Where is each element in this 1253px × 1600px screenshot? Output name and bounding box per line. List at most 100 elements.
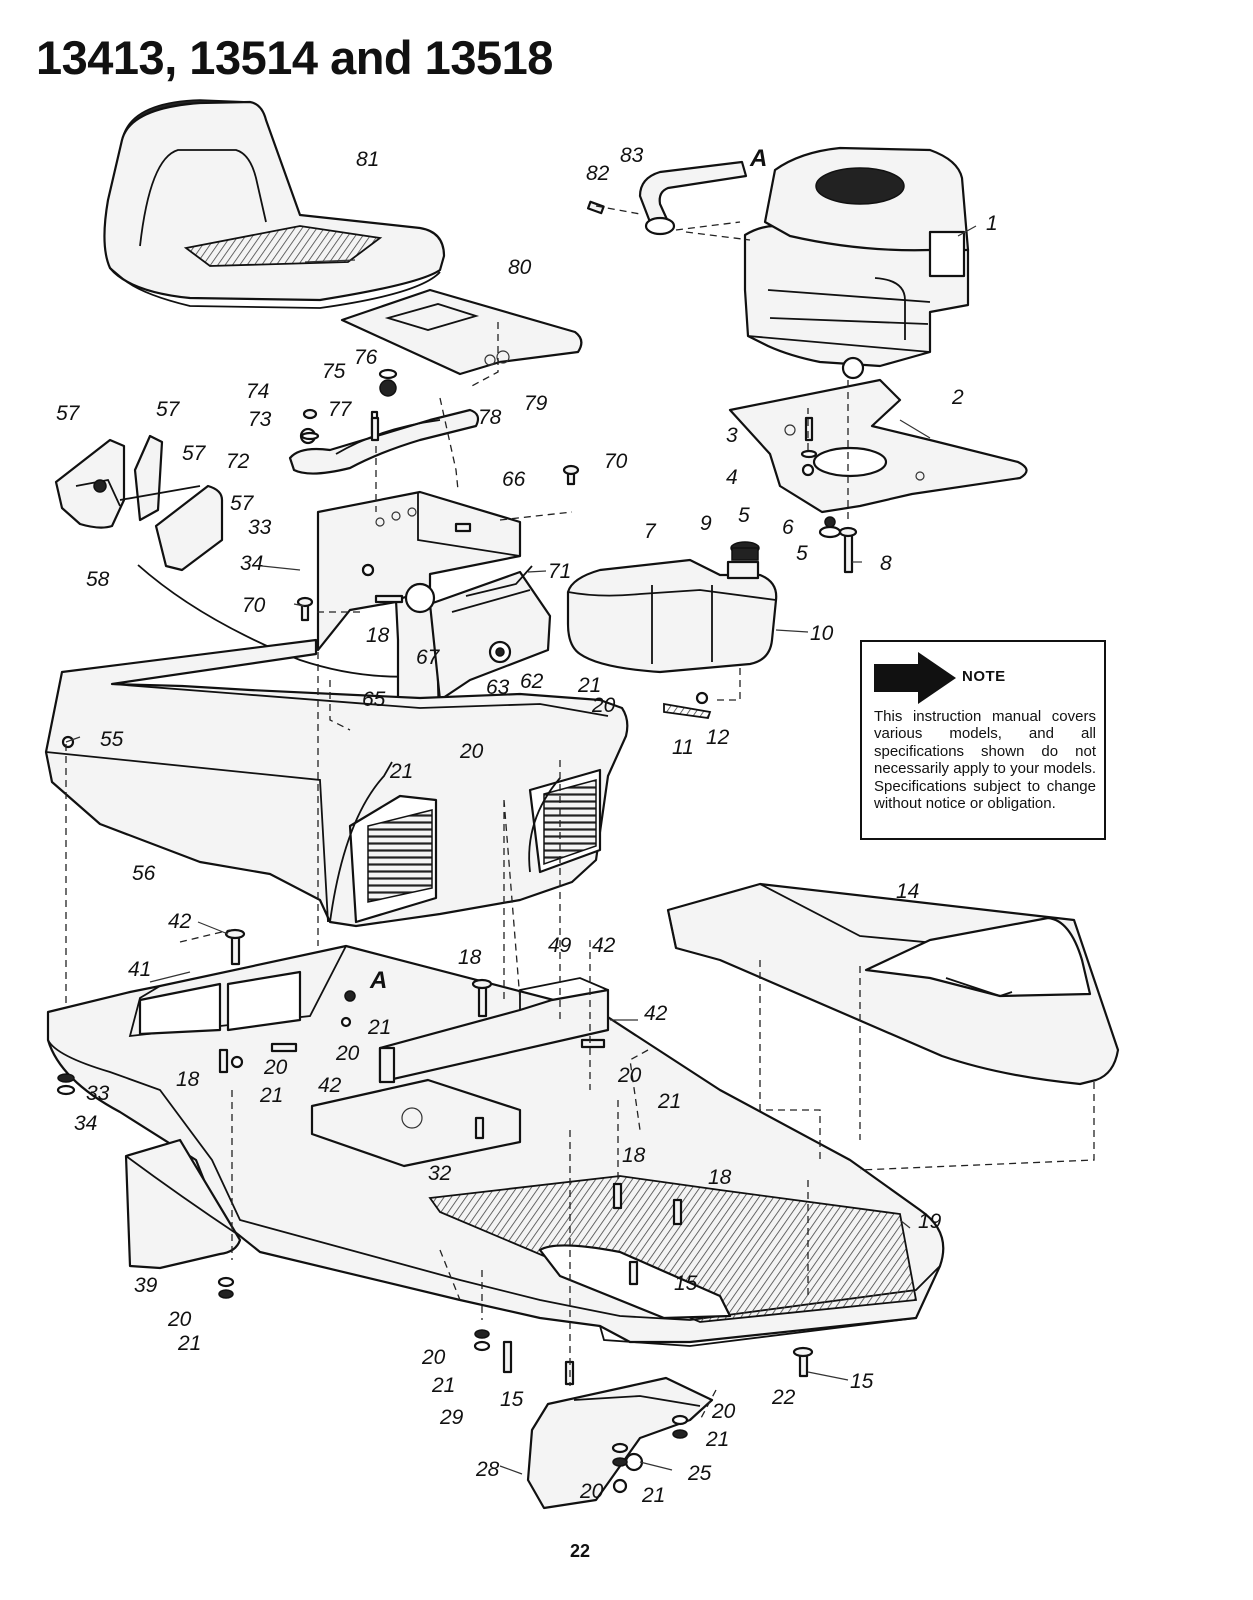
callout-label: 15 xyxy=(674,1272,698,1295)
leader-lines xyxy=(65,225,977,1475)
side-brackets xyxy=(54,434,224,572)
callout-label: 62 xyxy=(520,670,544,693)
callout-label: 10 xyxy=(810,622,834,645)
callout-label: 41 xyxy=(128,958,151,981)
callout-label: 1 xyxy=(986,212,998,235)
note-heading: NOTE xyxy=(962,668,1006,685)
callout-label: 5 xyxy=(796,542,808,565)
callout-label: 63 xyxy=(486,676,510,699)
callout-label: 18 xyxy=(366,624,390,647)
callout-label: 15 xyxy=(500,1388,524,1411)
callout-label: 18 xyxy=(458,946,482,969)
callout-label: 57 xyxy=(230,492,255,515)
callout-label: 34 xyxy=(74,1112,97,1135)
callout-label: 18 xyxy=(176,1068,200,1091)
callout-label: 34 xyxy=(240,552,263,575)
engine-mount-plate xyxy=(728,378,1028,514)
callout-label: 66 xyxy=(502,468,526,491)
callout-label: 5 xyxy=(738,504,750,527)
callout-label: 21 xyxy=(657,1090,681,1113)
callout-label: 20 xyxy=(335,1042,360,1065)
callout-label: 33 xyxy=(86,1082,110,1105)
seat-bracket xyxy=(340,288,583,376)
callout-label: 2 xyxy=(951,386,964,409)
callout-label: 21 xyxy=(705,1428,729,1451)
callout-label: 70 xyxy=(242,594,266,617)
callout-label: 73 xyxy=(248,408,272,431)
callout-label: 21 xyxy=(577,674,601,697)
callout-label: 67 xyxy=(416,646,441,669)
ref-letter-a: A xyxy=(369,967,387,994)
note-box: NOTE This instruction manual covers vari… xyxy=(860,640,1106,840)
callout-label: 79 xyxy=(524,392,548,415)
callout-label: 33 xyxy=(248,516,272,539)
arrow-right-icon xyxy=(874,652,956,704)
callout-label: 21 xyxy=(177,1332,201,1355)
callout-label: 3 xyxy=(726,424,738,447)
callout-label: 82 xyxy=(586,162,610,185)
seat-adjust-plate xyxy=(288,379,480,475)
seat-swing-arc xyxy=(137,564,421,678)
callout-label: 7 xyxy=(644,520,657,543)
engine-bolts xyxy=(800,416,858,574)
callout-label: 57 xyxy=(56,402,81,425)
callout-label: 20 xyxy=(421,1346,446,1369)
callout-label: 76 xyxy=(354,346,378,369)
callout-label: 21 xyxy=(431,1374,455,1397)
callout-label: 11 xyxy=(672,736,694,759)
callout-label: 15 xyxy=(850,1370,874,1393)
callout-label: 14 xyxy=(896,880,919,903)
callout-label: 74 xyxy=(246,380,269,403)
callout-label: 29 xyxy=(439,1406,464,1429)
callout-label: 71 xyxy=(548,560,571,583)
callout-label: 18 xyxy=(622,1144,646,1167)
rear-fender-hood xyxy=(44,638,629,928)
fuel-tank xyxy=(566,541,778,719)
callout-label: 75 xyxy=(322,360,346,383)
callout-label: 78 xyxy=(478,406,502,429)
callout-label: 72 xyxy=(226,450,250,473)
callout-label: 4 xyxy=(726,466,738,489)
callout-label: 8 xyxy=(880,552,892,575)
frame-hardware xyxy=(56,368,814,1467)
callout-label: 12 xyxy=(706,726,730,749)
callout-label: 56 xyxy=(132,862,156,885)
callout-label: 18 xyxy=(708,1166,732,1189)
callout-label: 57 xyxy=(156,398,181,421)
callout-label: 20 xyxy=(167,1308,192,1331)
callout-label: 42 xyxy=(592,934,616,957)
callout-label: 42 xyxy=(168,910,192,933)
assembly-lines xyxy=(65,205,1095,1421)
callout-label: 25 xyxy=(687,1462,712,1485)
callout-label: 21 xyxy=(641,1484,665,1507)
callout-label: 19 xyxy=(918,1210,942,1233)
seat xyxy=(103,99,446,309)
exhaust-pipe xyxy=(586,160,748,236)
engine xyxy=(743,146,970,380)
callout-label: 20 xyxy=(591,694,616,717)
callout-label: 28 xyxy=(475,1458,500,1481)
callout-label: 9 xyxy=(700,512,712,535)
callout-label: 42 xyxy=(318,1074,342,1097)
callout-label: 58 xyxy=(86,568,110,591)
callout-label: 39 xyxy=(134,1274,158,1297)
callout-label: 20 xyxy=(711,1400,736,1423)
callout-label: 22 xyxy=(771,1386,796,1409)
callout-label: 57 xyxy=(182,442,207,465)
callout-label: 21 xyxy=(259,1084,283,1107)
side-tray xyxy=(666,882,1120,1086)
ref-letter-a: A xyxy=(749,145,767,172)
callout-label: 32 xyxy=(428,1162,452,1185)
callout-label: 20 xyxy=(459,740,484,763)
callout-label: 55 xyxy=(100,728,124,751)
page-number: 22 xyxy=(570,1541,591,1561)
callout-label: 6 xyxy=(782,516,794,539)
callout-label: 20 xyxy=(617,1064,642,1087)
callout-label: 81 xyxy=(356,148,379,171)
callout-label: 21 xyxy=(367,1016,391,1039)
callout-label: 21 xyxy=(389,760,413,783)
callout-label: 49 xyxy=(548,934,572,957)
callout-label: 83 xyxy=(620,144,644,167)
callout-label: 77 xyxy=(328,398,353,421)
